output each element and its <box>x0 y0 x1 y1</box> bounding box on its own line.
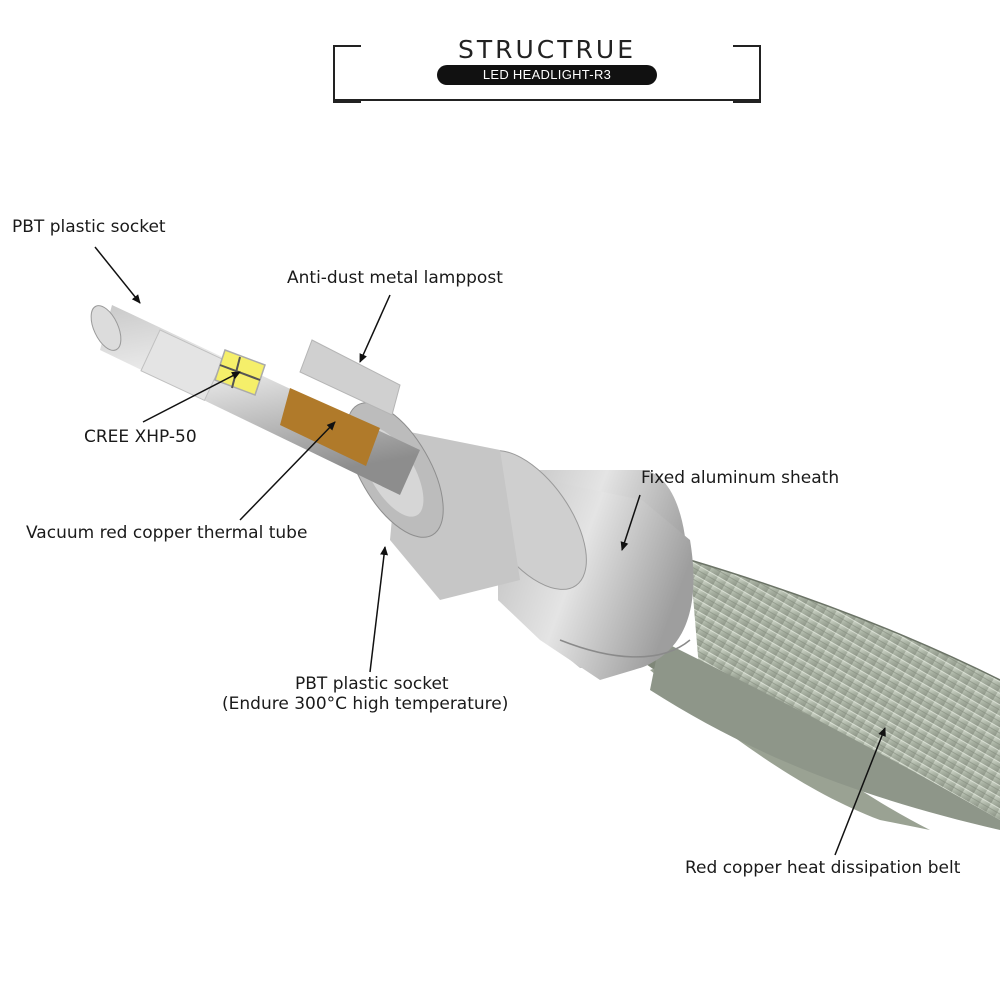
heat-dissipation-belt <box>640 559 1000 830</box>
label-pbt-socket-temperature: (Endure 300°C high temperature) <box>222 694 509 714</box>
label-cree-xhp50: CREE XHP-50 <box>84 427 197 447</box>
header-bracket-right <box>733 45 761 103</box>
header-bottom-line <box>333 99 761 101</box>
page-subtitle-badge: LED HEADLIGHT-R3 <box>437 65 657 85</box>
callout-lines <box>94 246 886 856</box>
label-pbt-socket-bottom: PBT plastic socket <box>295 674 449 694</box>
label-vacuum-thermal-tube: Vacuum red copper thermal tube <box>26 523 308 543</box>
callout-vacuum <box>239 421 336 521</box>
label-heat-dissipation-belt: Red copper heat dissipation belt <box>685 858 961 878</box>
callout-cree <box>142 371 241 423</box>
callout-pbt-top <box>94 246 141 304</box>
callout-anti-dust <box>359 294 391 363</box>
label-pbt-socket-top: PBT plastic socket <box>12 217 166 237</box>
label-fixed-aluminum-sheath: Fixed aluminum sheath <box>641 468 840 488</box>
callout-belt <box>834 727 886 856</box>
page-title: STRUCTRUE <box>457 35 636 64</box>
header-bracket-left <box>333 45 361 103</box>
callout-pbt-bottom <box>369 546 389 673</box>
callout-sheath <box>620 494 641 551</box>
label-anti-dust-lamppost: Anti-dust metal lamppost <box>287 268 503 288</box>
header-frame: STRUCTRUE LED HEADLIGHT-R3 <box>333 35 761 103</box>
anti-dust-plate <box>299 339 401 416</box>
